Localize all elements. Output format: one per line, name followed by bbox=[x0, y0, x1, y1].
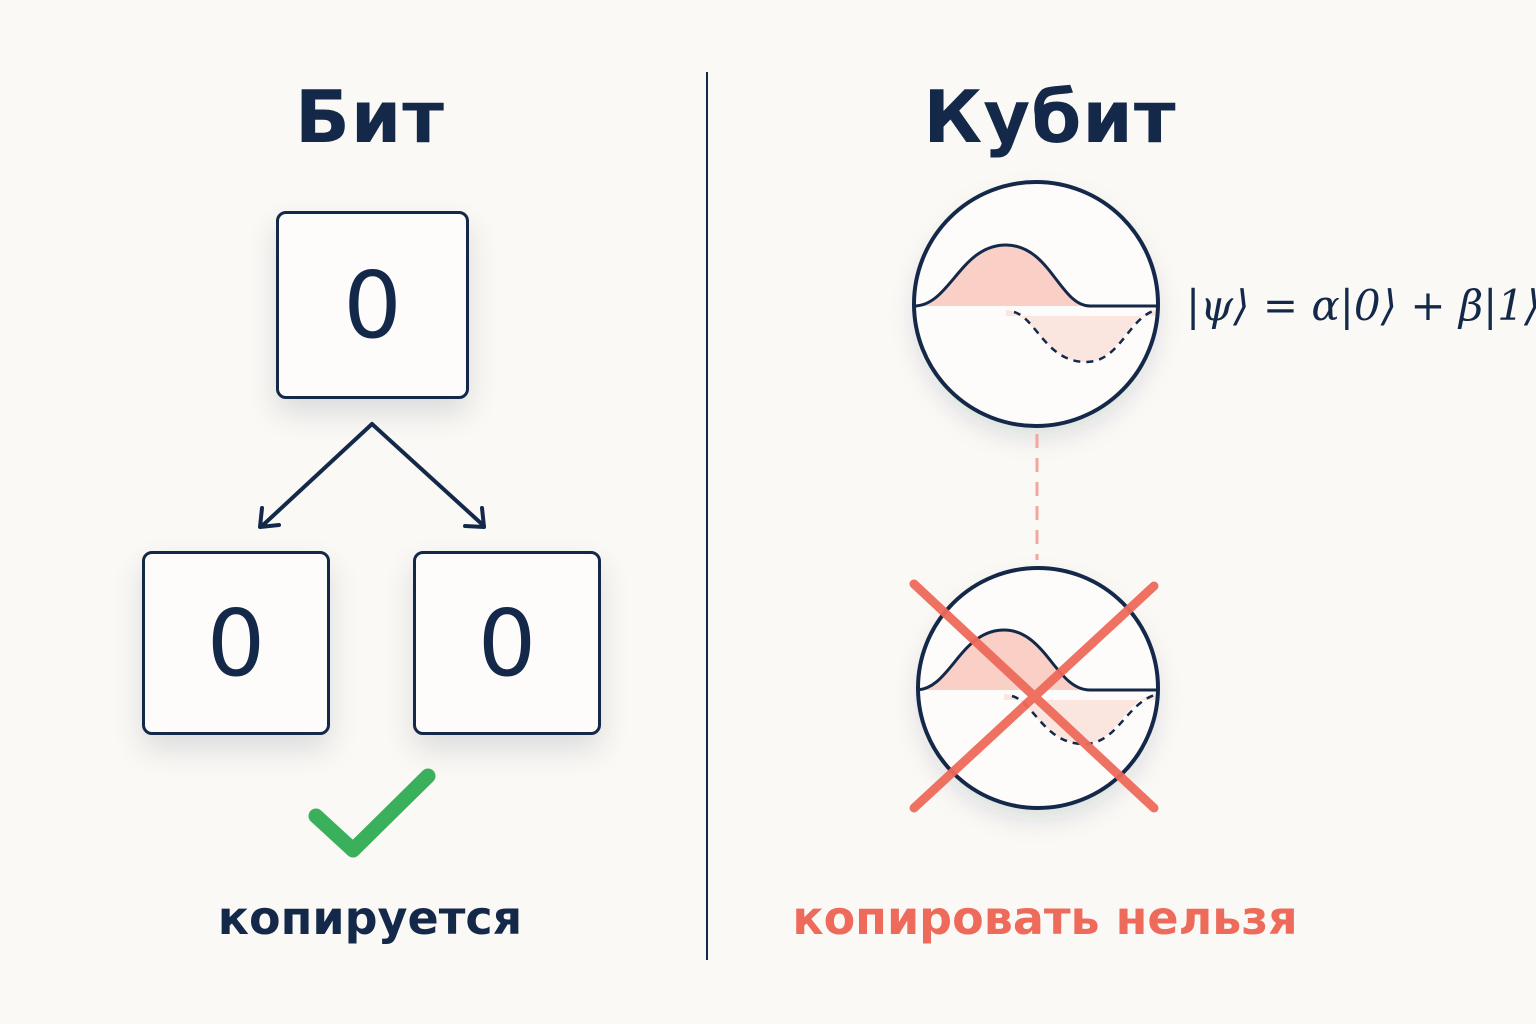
panel-divider bbox=[706, 72, 708, 960]
bit-copy-box-left: 0 bbox=[142, 551, 330, 735]
bit-copy-box-right: 0 bbox=[413, 551, 601, 735]
bit-copy-value-left: 0 bbox=[206, 589, 266, 697]
original-bit-box: 0 bbox=[276, 211, 469, 399]
qubit-title: Кубит bbox=[923, 75, 1177, 159]
wave-line bbox=[914, 243, 1158, 308]
bit-copy-value-right: 0 bbox=[477, 589, 537, 697]
qubit-state-formula: |ψ⟩ = α|0⟩ + β|1⟩ bbox=[1186, 281, 1536, 330]
bit-caption: копируется bbox=[217, 891, 523, 945]
cloned-qubit-circle bbox=[916, 566, 1160, 810]
wave-dashed bbox=[1013, 308, 1157, 364]
copy-arrows bbox=[258, 422, 486, 529]
wave-crest bbox=[916, 245, 1090, 306]
arrow-left-icon bbox=[260, 422, 374, 528]
arrow-left-head bbox=[258, 506, 281, 529]
bit-title: Бит bbox=[294, 75, 446, 159]
checkmark-icon bbox=[308, 768, 436, 858]
cross-icon bbox=[909, 579, 1159, 813]
original-bit-value: 0 bbox=[343, 251, 402, 359]
qubit-caption: копировать нельзя bbox=[792, 891, 1298, 945]
qubit-circle bbox=[912, 180, 1160, 428]
arrow-right-head bbox=[463, 506, 486, 529]
arrow-right-icon bbox=[370, 422, 486, 528]
